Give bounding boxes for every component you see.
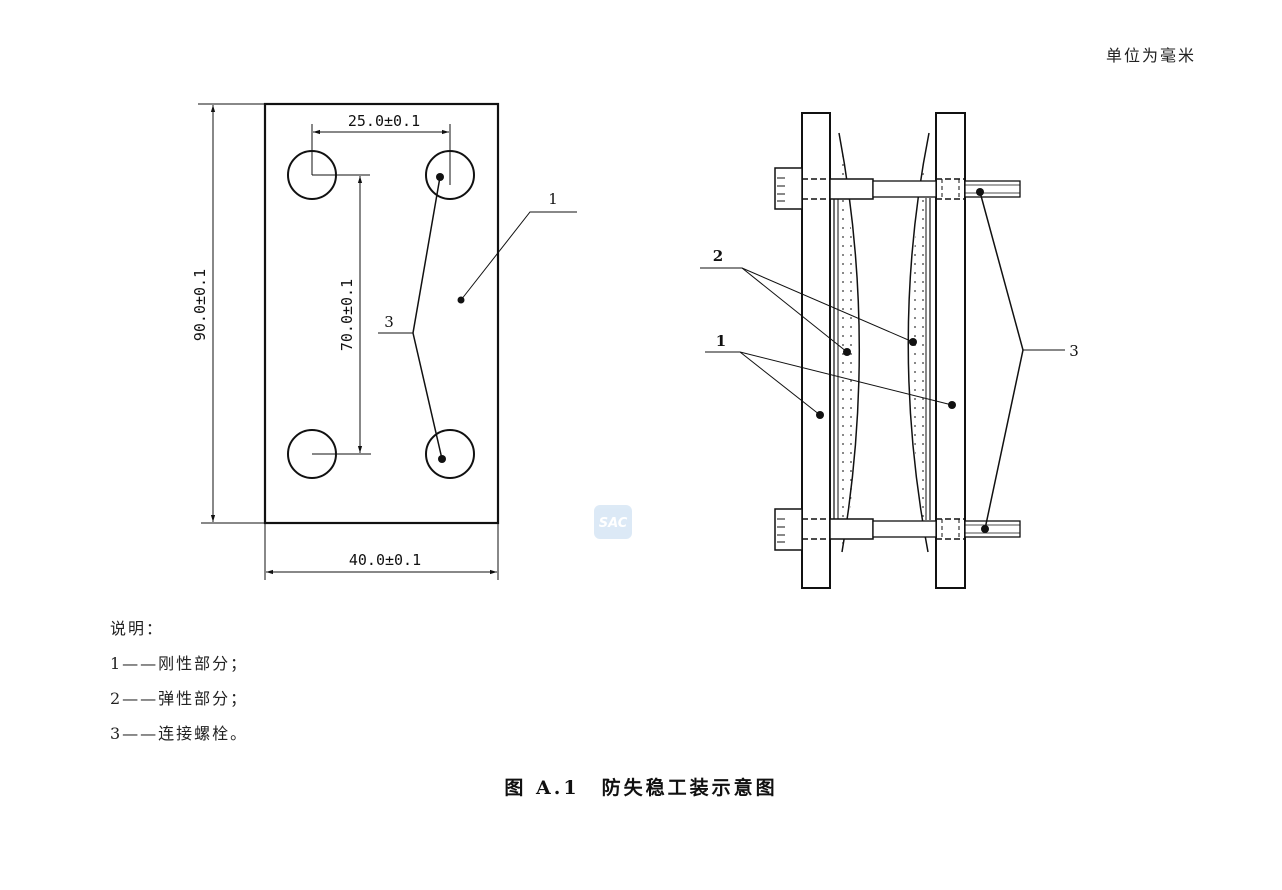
callout-3-left: 3 <box>384 313 394 331</box>
rigid-plate-right <box>935 112 966 589</box>
leader-1-right <box>705 351 953 416</box>
left-view-plate <box>198 102 577 580</box>
svg-text:SAC: SAC <box>599 516 628 531</box>
dim-height <box>198 103 265 524</box>
plate-outline <box>263 102 500 525</box>
bolt-top <box>774 167 1021 210</box>
callout-2-right: 2 <box>713 247 723 265</box>
dim-label-70: 70.0±0.1 <box>338 279 356 351</box>
dim-label-25: 25.0±0.1 <box>348 112 420 130</box>
right-view-assembly <box>700 112 1065 589</box>
dim-hole-spacing-v <box>312 174 371 455</box>
leader-dots-right <box>816 188 989 533</box>
leader-3-right <box>979 191 1065 530</box>
rigid-plate-left <box>801 112 831 589</box>
leader-3 <box>378 176 443 460</box>
bolt-hole <box>425 429 475 479</box>
leader-dots <box>436 173 465 463</box>
legend-item-1: 1——刚性部分； <box>110 654 249 673</box>
legend-title: 说明： <box>110 619 165 638</box>
dim-label-90: 90.0±0.1 <box>191 269 209 341</box>
leader-1 <box>460 211 577 301</box>
bolt-bottom <box>774 508 1021 551</box>
legend-item-3: 3——连接螺栓。 <box>110 724 249 743</box>
legend-item-2: 2——弹性部分； <box>110 689 249 708</box>
callout-1-right: 1 <box>716 332 726 350</box>
sac-watermark: SAC <box>594 505 632 539</box>
callout-3-right: 3 <box>1069 342 1079 360</box>
figure-caption: 图 A.1 防失稳工装示意图 <box>504 777 778 799</box>
unit-note: 单位为毫米 <box>1105 46 1196 65</box>
leader-2-right <box>700 267 914 353</box>
dim-width <box>264 523 499 580</box>
dim-label-40: 40.0±0.1 <box>349 551 421 569</box>
dim-hole-spacing-h <box>311 124 451 185</box>
callout-1-left: 1 <box>548 190 558 208</box>
